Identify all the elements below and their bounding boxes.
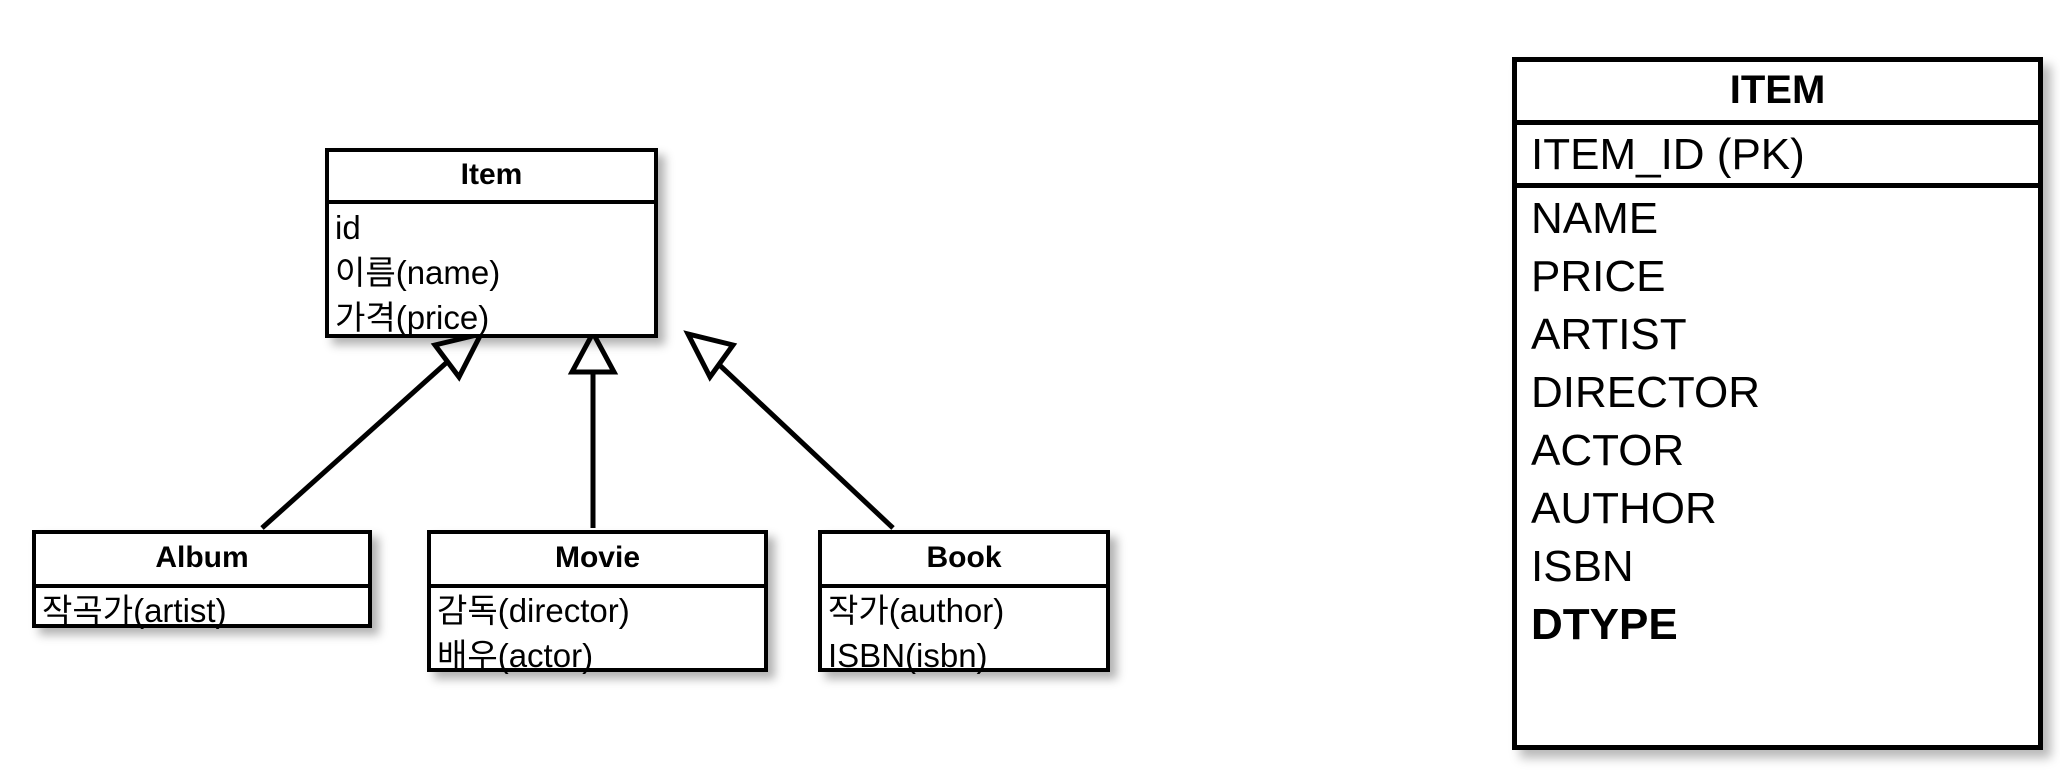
db-column: NAME <box>1531 194 1659 243</box>
db-column: PRICE <box>1531 252 1666 301</box>
uml-class-item-title: Item <box>460 158 523 191</box>
uml-class-album[interactable]: Album 작곡가(artist) <box>32 530 372 629</box>
uml-class-book-attributes: 작가(author) ISBN(isbn) <box>822 584 1106 678</box>
uml-class-movie[interactable]: Movie 감독(director) 배우(actor) <box>427 530 768 674</box>
uml-class-item[interactable]: Item id 이름(name) 가격(price) <box>325 148 658 338</box>
uml-class-movie-attributes: 감독(director) 배우(actor) <box>431 584 764 678</box>
uml-attribute: 감독(director) <box>437 592 630 629</box>
uml-class-movie-title: Movie <box>554 541 641 574</box>
uml-class-album-attributes: 작곡가(artist) <box>36 584 368 633</box>
uml-attribute: 작곡가(artist) <box>42 592 227 629</box>
uml-attribute: 배우(actor) <box>437 637 594 674</box>
db-column: ARTIST <box>1531 310 1687 359</box>
generalization-book-to-item <box>683 330 895 530</box>
db-table-item-title: ITEM <box>1729 68 1826 112</box>
uml-class-book[interactable]: Book 작가(author) ISBN(isbn) <box>818 530 1110 674</box>
uml-attribute: 작가(author) <box>828 592 1005 629</box>
uml-class-item-attributes: id 이름(name) 가격(price) <box>329 200 654 340</box>
db-table-item-columns: NAME PRICE ARTIST DIRECTOR ACTOR AUTHOR … <box>1517 183 2038 654</box>
uml-attribute: 가격(price) <box>335 299 490 336</box>
db-column: AUTHOR <box>1531 484 1717 533</box>
uml-attribute: ISBN(isbn) <box>828 637 988 674</box>
db-table-item-primary-key: ITEM_ID (PK) <box>1517 120 2038 183</box>
db-column: ISBN <box>1531 542 1634 591</box>
uml-class-book-title: Book <box>926 541 1002 574</box>
db-column: DIRECTOR <box>1531 368 1760 417</box>
uml-attribute: 이름(name) <box>335 254 501 291</box>
db-column-dtype: DTYPE <box>1531 600 1678 649</box>
db-table-item[interactable]: ITEM ITEM_ID (PK) NAME PRICE ARTIST DIRE… <box>1512 57 2043 750</box>
generalization-album-to-item <box>260 330 486 530</box>
uml-class-album-title: Album <box>155 541 249 574</box>
uml-attribute: id <box>335 209 361 246</box>
generalization-movie-to-item <box>567 327 619 528</box>
db-column: ACTOR <box>1531 426 1685 475</box>
